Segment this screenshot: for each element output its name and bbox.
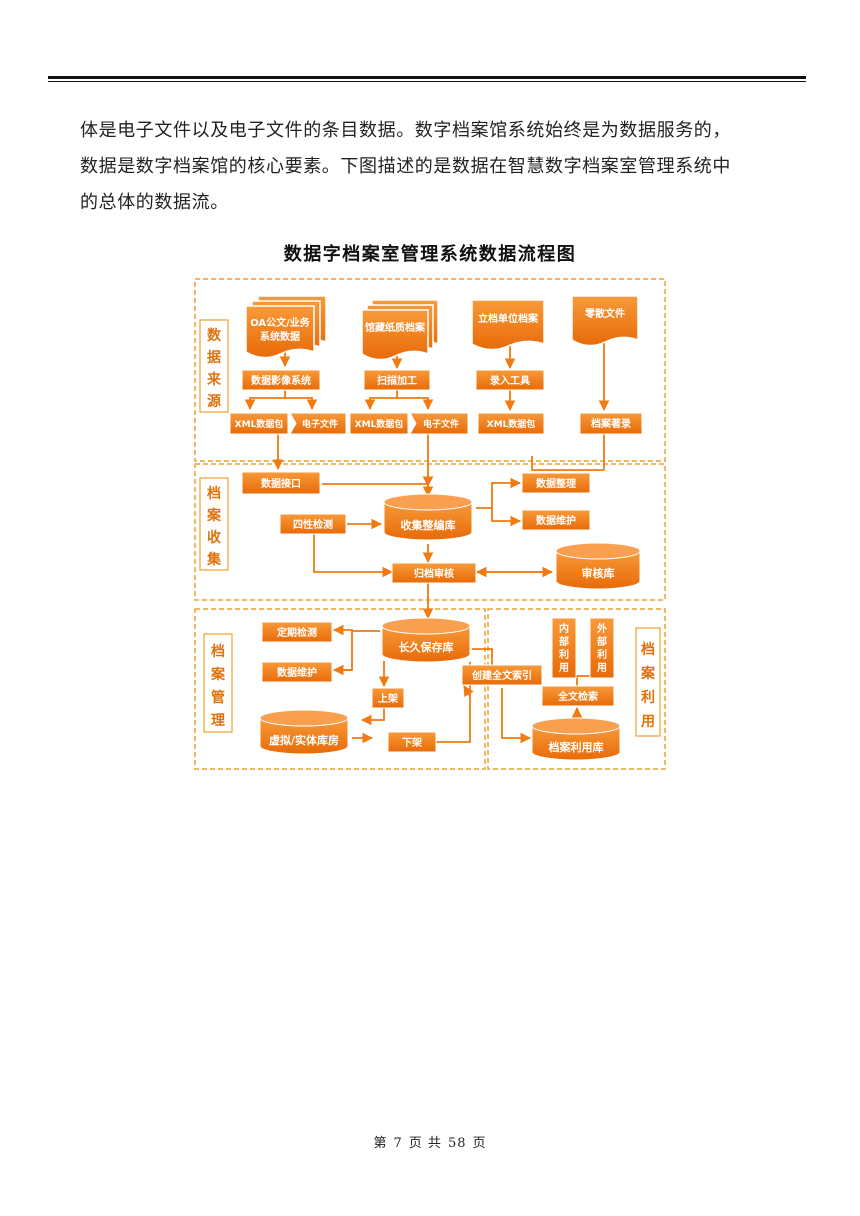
use-section-label: 档案利用 [640, 641, 656, 730]
oa-label-line2: 系统数据 [260, 330, 300, 343]
efile2-box [409, 412, 469, 435]
data-flow-svg: 数据来源 档案收集 档案管理 档案利用 [194, 278, 666, 770]
collect-db-label: 收集整编库 [401, 518, 456, 532]
maintain2-box [261, 661, 333, 683]
xml1-box [229, 412, 289, 435]
maintain1-box [521, 509, 591, 531]
longterm-db-cylinder: 长久保存库 [381, 617, 471, 663]
efile1-box [289, 412, 347, 435]
review-db-cylinder: 审核库 [555, 542, 641, 590]
scan-label: 扫描加工 [377, 374, 417, 387]
internal-box [551, 617, 577, 679]
efile1-label: 电子文件 [302, 418, 338, 430]
header-rule-thin [48, 81, 806, 82]
longterm-db-label: 长久保存库 [399, 640, 454, 654]
collect-label-box [199, 477, 229, 571]
paper-archive-node: 馆藏纸质档案 [361, 299, 439, 361]
external-label: 外部利用 [596, 622, 607, 674]
catalog-box [579, 412, 643, 435]
paragraph-line: 体是电子文件以及电子文件的条目数据。数字档案馆系统始终是为数据服务的， [80, 120, 731, 141]
check4-label: 四性检测 [293, 518, 333, 531]
oa-document-node: OA公文/业务 系统数据 [245, 295, 327, 359]
fulltext-index-label: 创建全文索引 [471, 669, 532, 682]
external-box [589, 617, 615, 679]
fulltext-search-box [541, 685, 615, 707]
maintain2-label: 数据维护 [277, 666, 317, 679]
entry-box [475, 369, 545, 391]
imaging-box [241, 369, 321, 391]
footer-mid: 页 共 [408, 1136, 442, 1151]
data-flow-diagram: 数据来源 档案收集 档案管理 档案利用 [192, 276, 668, 772]
review-db-label: 审核库 [582, 566, 615, 580]
xml3-label: XML数据包 [487, 418, 536, 430]
source-section-frame [194, 278, 666, 462]
archive-review-label: 归档审核 [414, 567, 454, 580]
efile2-label: 电子文件 [423, 418, 459, 430]
footer-suffix: 页 [472, 1136, 487, 1151]
footer-prefix: 第 [373, 1136, 388, 1151]
shelve-down-label: 下架 [402, 736, 422, 749]
scattered-label: 零散文件 [584, 307, 625, 320]
catalog-label: 档案著录 [590, 417, 631, 430]
paragraph-line: 数据是数字档案馆的核心要素。下图描述的是数据在智慧数字档案室管理系统中 [80, 156, 731, 177]
periodic-label: 定期检测 [277, 626, 317, 639]
collect-section-frame [194, 463, 666, 601]
archive-review-box [391, 562, 477, 584]
manage-section-frame [194, 608, 486, 770]
shelve-down-box [387, 731, 437, 753]
use-db-cylinder: 档案利用库 [531, 717, 621, 761]
manage-label-box [203, 633, 233, 733]
use-section-frame [487, 608, 666, 770]
footer-page-number: 7 [393, 1136, 403, 1151]
check4-box [279, 513, 347, 535]
periodic-box [261, 621, 333, 643]
body-paragraph: 体是电子文件以及电子文件的条目数据。数字档案馆系统始终是为数据服务的， 数据是数… [80, 113, 780, 221]
virtual-db-label: 虚拟/实体库房 [269, 733, 339, 747]
use-db-label: 档案利用库 [549, 740, 604, 754]
figure-title: 数据字档案室管理系统数据流程图 [283, 244, 577, 265]
scan-box [363, 369, 431, 391]
unit-archive-node: 立档单位档案 [471, 299, 545, 351]
paper-label: 馆藏纸质档案 [365, 321, 426, 334]
maintain1-label: 数据维护 [536, 514, 576, 527]
header-rule-thick [48, 76, 806, 79]
source-label-box [199, 319, 229, 413]
use-label-box [635, 627, 661, 737]
xml2-box [349, 412, 409, 435]
scattered-files-node: 零散文件 [571, 295, 639, 347]
entry-label: 录入工具 [490, 375, 530, 387]
virtual-db-cylinder: 虚拟/实体库房 [259, 709, 349, 755]
interface-box [241, 471, 321, 495]
fulltext-index-box [461, 664, 543, 686]
xml2-label: XML数据包 [355, 418, 404, 430]
xml3-box [477, 412, 545, 435]
xml1-label: XML数据包 [235, 418, 284, 430]
collect-db-cylinder: 收集整编库 [383, 493, 473, 541]
oa-label-line1: OA公文/业务 [250, 316, 311, 329]
unit-label: 立档单位档案 [478, 312, 539, 325]
collect-section-label: 档案收集 [206, 485, 222, 568]
interface-label: 数据接口 [261, 477, 301, 490]
imaging-label: 数据影像系统 [251, 374, 311, 387]
shelve-up-label: 上架 [378, 692, 398, 705]
internal-label: 内部利用 [558, 622, 569, 674]
shelve-up-box [371, 687, 405, 709]
footer-total-pages: 58 [447, 1136, 467, 1151]
fulltext-search-label: 全文检索 [557, 690, 598, 703]
organize-label: 数据整理 [536, 477, 576, 490]
organize-box [521, 472, 591, 494]
paragraph-line: 的总体的数据流。 [80, 192, 229, 213]
manage-section-label: 档案管理 [210, 643, 226, 729]
source-section-label: 数据来源 [206, 327, 222, 410]
